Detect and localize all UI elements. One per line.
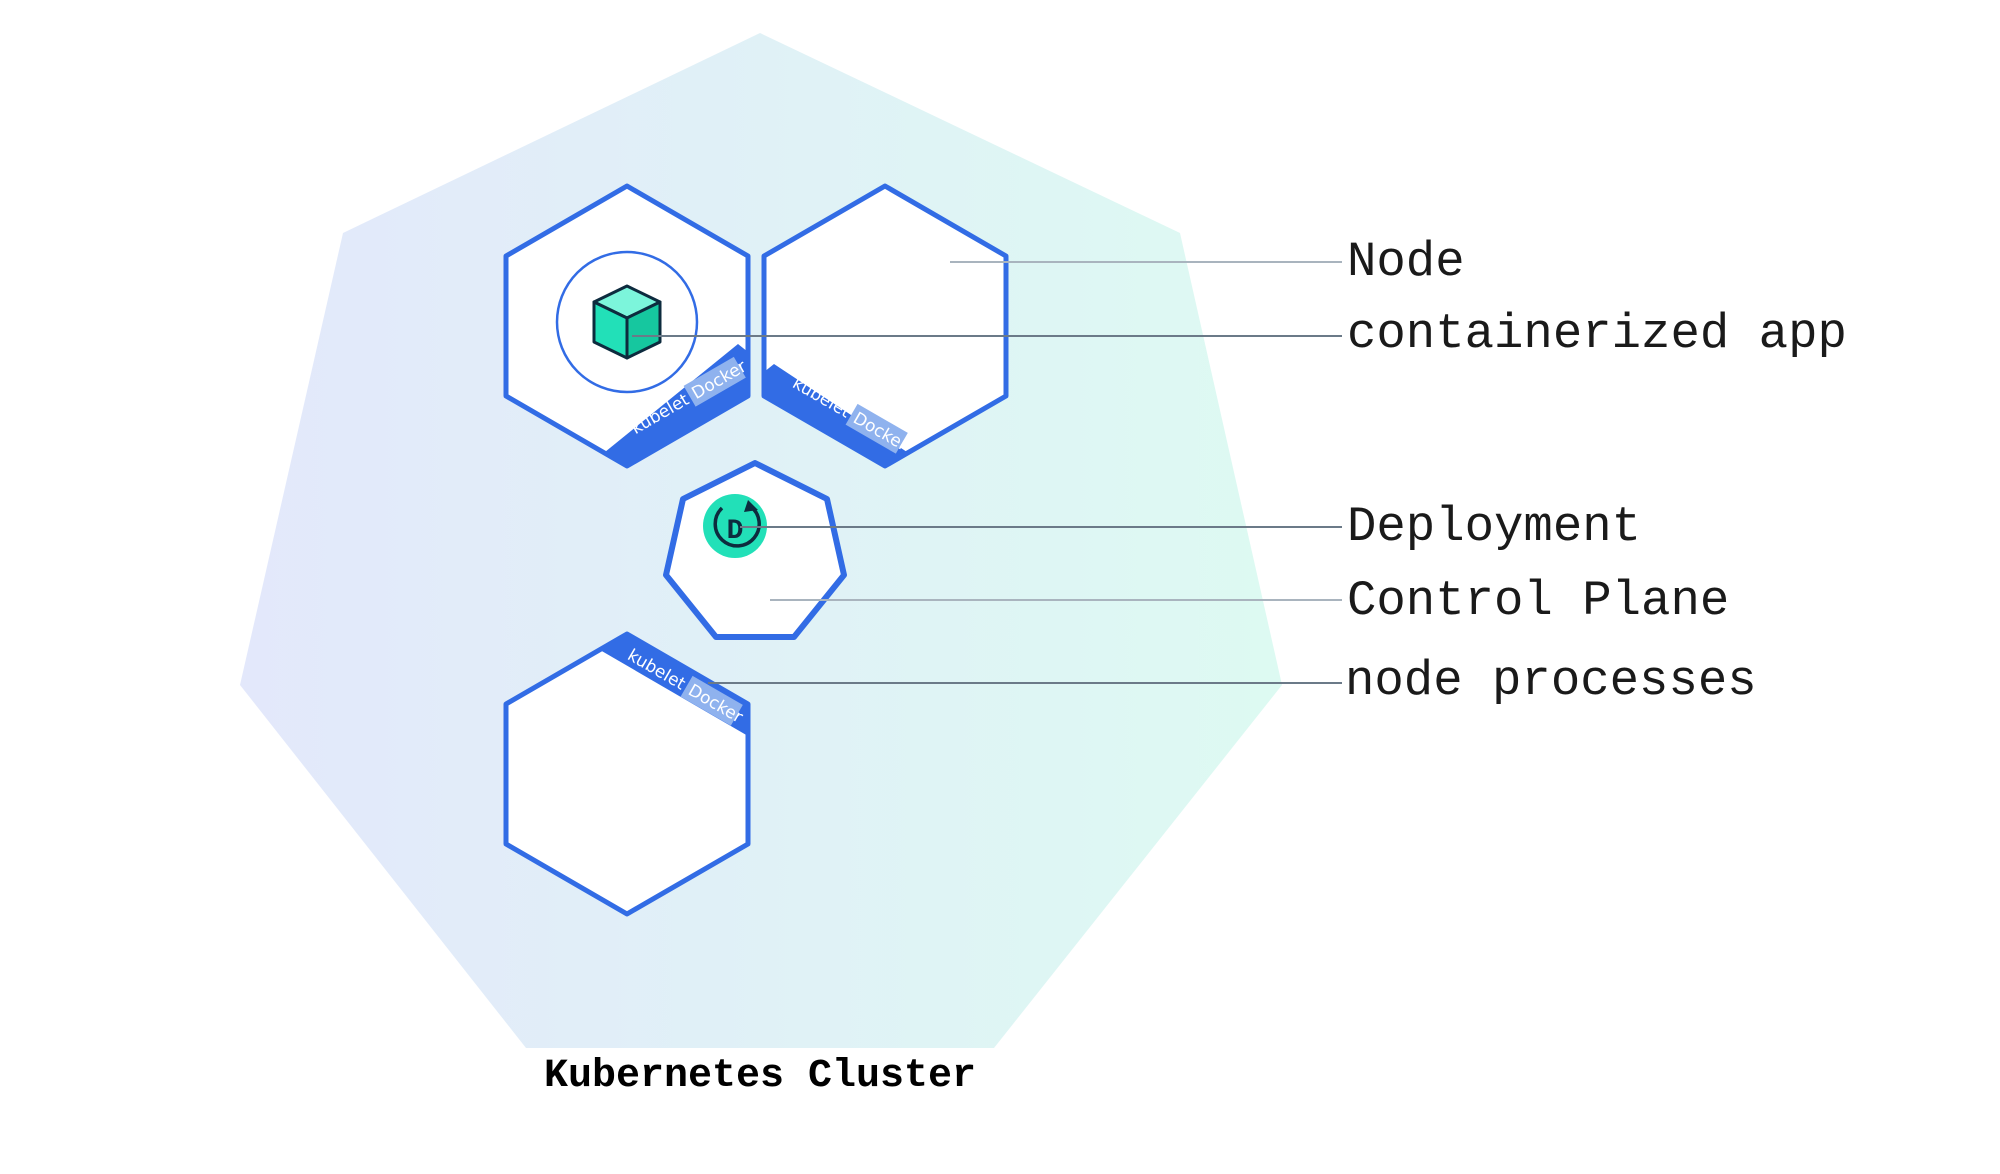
control-plane: D	[663, 460, 847, 640]
containerized-app-cube-icon	[592, 284, 662, 360]
label-containerized-app: containerized app	[1347, 306, 1847, 362]
deployment-icon-letter: D	[727, 516, 744, 547]
docker-tag	[683, 356, 746, 407]
label-node-processes: node processes	[1345, 653, 1757, 709]
docker-tag	[680, 675, 743, 726]
label-node: Node	[1347, 234, 1465, 290]
deployment-icon: D	[703, 494, 767, 558]
diagram-title: Kubernetes Cluster	[544, 1054, 976, 1099]
docker-tag	[845, 403, 908, 454]
node-top-left: kubelet Docker	[503, 183, 751, 469]
node-bottom: kubelet Docker	[503, 631, 751, 917]
label-deployment: Deployment	[1347, 499, 1641, 555]
label-control-plane: Control Plane	[1347, 573, 1729, 629]
node-process-strip	[764, 364, 907, 466]
node-top-right: kubelet Docker	[761, 183, 1009, 469]
